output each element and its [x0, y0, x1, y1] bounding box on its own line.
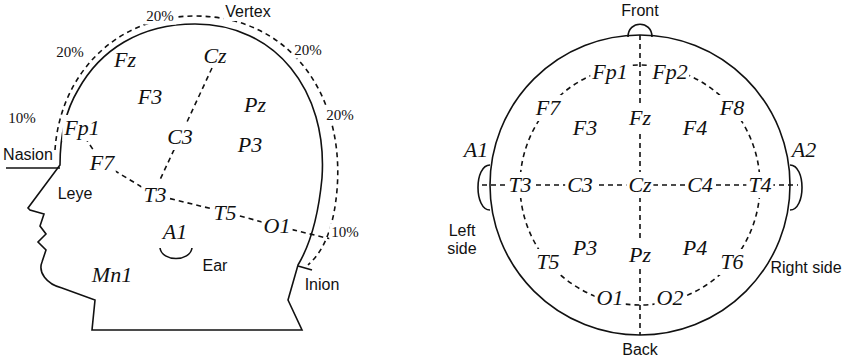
percent-label: 10% — [6, 110, 38, 127]
landmark-label: Left side — [442, 222, 482, 258]
electrode-label: T4 — [746, 172, 773, 198]
electrode-label: T3 — [506, 172, 533, 198]
electrode-label: F7 — [534, 95, 562, 121]
landmark-label: Leye — [58, 185, 93, 203]
percent-label: 20% — [292, 42, 324, 59]
electrode-label: P3 — [238, 132, 262, 158]
landmark-label: Back — [622, 341, 658, 359]
percent-label: 20% — [324, 107, 356, 124]
landmark-label: Inion — [305, 276, 340, 294]
electrode-label: Pz — [244, 92, 266, 118]
electrode-label: O1 — [262, 213, 293, 239]
midline-arc — [55, 16, 338, 265]
electrode-label: Fp2 — [650, 59, 689, 85]
electrode-label: Fz — [114, 47, 136, 73]
electrode-label: P4 — [683, 235, 707, 261]
landmark-label: Right side — [770, 259, 841, 277]
electrode-label: T6 — [718, 249, 745, 275]
electrode-label: A1 — [464, 137, 488, 163]
electrode-label: O2 — [655, 285, 686, 311]
lateral-line — [80, 130, 335, 240]
electrode-label: Fp1 — [62, 115, 101, 141]
electrode-label: F4 — [683, 115, 707, 141]
inion-mark — [298, 266, 312, 270]
electrode-label: A1 — [163, 219, 187, 245]
percent-label: 10% — [329, 224, 361, 241]
percent-label: 20% — [54, 44, 86, 61]
electrode-label: Fp1 — [590, 59, 629, 85]
left-ear-outline — [478, 165, 490, 210]
electrode-label: F8 — [718, 95, 746, 121]
electrode-label: Mn1 — [92, 262, 132, 288]
electrode-label: C4 — [685, 172, 715, 198]
ear-outline — [160, 248, 192, 259]
landmark-label: Front — [621, 2, 658, 20]
nasion-bracket — [6, 167, 60, 169]
landmark-label: Ear — [203, 257, 228, 275]
electrode-label: T5 — [211, 200, 238, 226]
landmark-label: Vertex — [223, 3, 272, 21]
electrode-label: F3 — [138, 84, 162, 110]
electrode-label: F3 — [573, 115, 597, 141]
electrode-label: P3 — [573, 235, 597, 261]
landmark-label: Nasion — [3, 146, 53, 164]
coronal-line — [158, 68, 212, 184]
electrode-label: Cz — [203, 43, 226, 69]
electrode-label: Fz — [627, 105, 653, 131]
electrode-label: C3 — [565, 172, 595, 198]
electrode-label: T3 — [141, 182, 168, 208]
electrode-label: C3 — [165, 124, 195, 150]
electrode-label: Pz — [627, 242, 653, 268]
right-ear-outline — [790, 165, 802, 210]
electrode-label: Cz — [626, 172, 653, 198]
head-profile — [28, 24, 322, 330]
electrode-label: T5 — [534, 249, 561, 275]
electrode-label: A2 — [792, 137, 816, 163]
electrode-label: F7 — [88, 150, 116, 176]
electrode-label: O1 — [595, 285, 626, 311]
percent-label: 20% — [144, 8, 176, 25]
